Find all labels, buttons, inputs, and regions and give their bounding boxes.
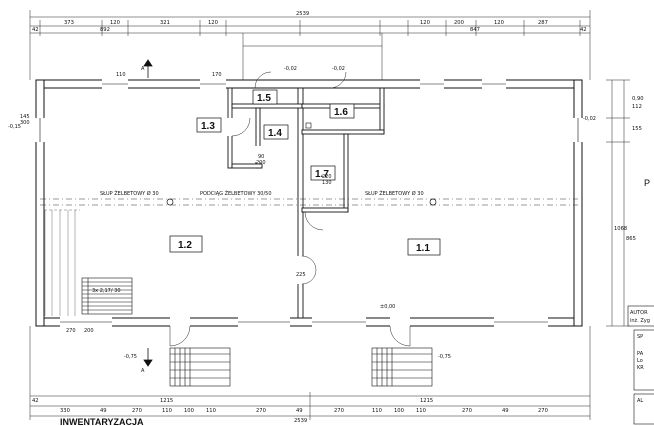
right-dim-5: 865 [626, 236, 636, 242]
dim-top-small-left: 42 [32, 27, 39, 33]
dim-bottom-12: 110 [416, 408, 426, 414]
dim-bottom-half-left: 1215 [160, 398, 173, 404]
margin-text-4: Lo [637, 358, 643, 364]
section-label-bottom: A [141, 368, 145, 374]
dim-bottom-15: 270 [538, 408, 548, 414]
dim-top-4: 120 [208, 20, 218, 26]
margin-text-1: SP [637, 334, 643, 340]
right-letter: P [644, 178, 650, 188]
margin-text-5: AL [637, 398, 643, 404]
hatched-zone [44, 209, 80, 316]
level-left: -0,15 [8, 124, 21, 130]
section-label-top: A [141, 66, 145, 72]
window-dim-c: 145 [20, 114, 30, 120]
dim-bottom-1: 330 [60, 408, 70, 414]
level-mid: ±0,00 [380, 304, 395, 310]
dim-bottom-11: 100 [394, 408, 404, 414]
columns [166, 198, 437, 206]
title-block-fragment [627, 305, 654, 425]
dim-top-3: 321 [160, 20, 170, 26]
dim-top-12: 287 [538, 20, 548, 26]
dim-bottom-5: 100 [184, 408, 194, 414]
dim-top-11: 120 [494, 20, 504, 26]
window-dim-a: 110 [116, 72, 126, 78]
dim-top-1: 373 [64, 20, 74, 26]
door-swings [169, 71, 411, 347]
bottom-dimension-chain [29, 326, 591, 420]
opening-dim-d: 130 [322, 180, 332, 186]
opening-dim-e: 225 [296, 272, 306, 278]
dim-bottom-8: 49 [296, 408, 303, 414]
level-bottom-right: -0,75 [438, 354, 451, 360]
room-1-5: 1.5 [257, 93, 271, 104]
right-dim-1: 0,90 [632, 96, 644, 102]
label-stairs: 3x 2,17/ 30 [92, 288, 121, 294]
room-1-4: 1.4 [268, 128, 282, 139]
outer-walls [35, 79, 583, 327]
dim-top-9: 120 [420, 20, 430, 26]
room-1-6: 1.6 [334, 107, 348, 118]
dim-top-10: 200 [454, 20, 464, 26]
right-vertical-dims [606, 79, 630, 327]
opening-dim-a: 270 [66, 328, 76, 334]
top-dimension-chain [29, 10, 591, 80]
dim-bottom-7: 270 [256, 408, 266, 414]
dim-bottom-3: 270 [132, 408, 142, 414]
right-dim-4: 1068 [614, 226, 627, 232]
door-dim-a: 90 [258, 154, 264, 160]
dim-top-small-right: 42 [580, 27, 587, 33]
level-right: -0,02 [583, 116, 596, 122]
window-dim-b: 170 [212, 72, 222, 78]
margin-text-3: KR [637, 365, 644, 371]
dim-bottom-half-right: 1215 [420, 398, 433, 404]
right-dim-2: 112 [632, 104, 642, 110]
door-dim-b: 200 [256, 160, 266, 166]
room-labels [169, 89, 441, 256]
label-beam: PODCIĄG ŻELBETOWY 30/50 [200, 190, 272, 197]
drawing-title: INWENTARYZACJA [60, 417, 144, 426]
author-name: inż. Zyg [630, 318, 650, 324]
dim-bottom-overall: 2539 [294, 418, 307, 424]
dim-bottom-6: 110 [206, 408, 216, 414]
level-top-b: -0,02 [332, 66, 345, 72]
level-top-a: -0,02 [284, 66, 297, 72]
top-dimension-texts: 2539 373 120 321 120 120 200 120 287 892… [32, 11, 587, 33]
exterior-stairs [169, 347, 433, 387]
window-dim-d: 300 [20, 120, 30, 126]
interior-stairs [81, 277, 133, 315]
right-dim-3: 155 [632, 126, 642, 132]
dim-top-2: 120 [110, 20, 120, 26]
beam-line [40, 198, 578, 206]
dim-top-left-half: 892 [100, 27, 110, 33]
entrance-vestibule [242, 33, 383, 80]
opening-dim-c: 220 [322, 174, 332, 180]
dim-bottom-9: 270 [334, 408, 344, 414]
opening-dim-b: 200 [84, 328, 94, 334]
room-1-2: 1.2 [178, 240, 192, 251]
dim-bottom-14: 49 [502, 408, 509, 414]
dim-bottom-4: 110 [162, 408, 172, 414]
dim-bottom-2: 49 [100, 408, 107, 414]
bottom-dimension-texts: 1215 1215 2539 42 330 49 270 110 100 110… [32, 398, 548, 424]
dim-overall-top: 2539 [296, 11, 309, 17]
room-1-1: 1.1 [416, 243, 430, 254]
label-column-right: SŁUP ŻELBETOWY Ø 30 [365, 190, 424, 197]
interior-doors [227, 118, 304, 284]
level-bottom-left: -0,75 [124, 354, 137, 360]
section-markers [143, 59, 153, 367]
room-1-7: 1.7 [315, 169, 329, 180]
column-small [305, 122, 312, 129]
dim-top-right-half: 847 [470, 27, 480, 33]
margin-text-2: PA [637, 351, 644, 357]
dim-bottom-10: 110 [372, 408, 382, 414]
dim-bottom-13: 270 [462, 408, 472, 414]
author-label: AUTOR [630, 310, 648, 316]
interior-door-swings [231, 117, 324, 285]
label-column-left: SŁUP ŻELBETOWY Ø 30 [100, 190, 159, 197]
dim-bottom-small-left: 42 [32, 398, 39, 404]
room-1-3: 1.3 [201, 121, 215, 132]
